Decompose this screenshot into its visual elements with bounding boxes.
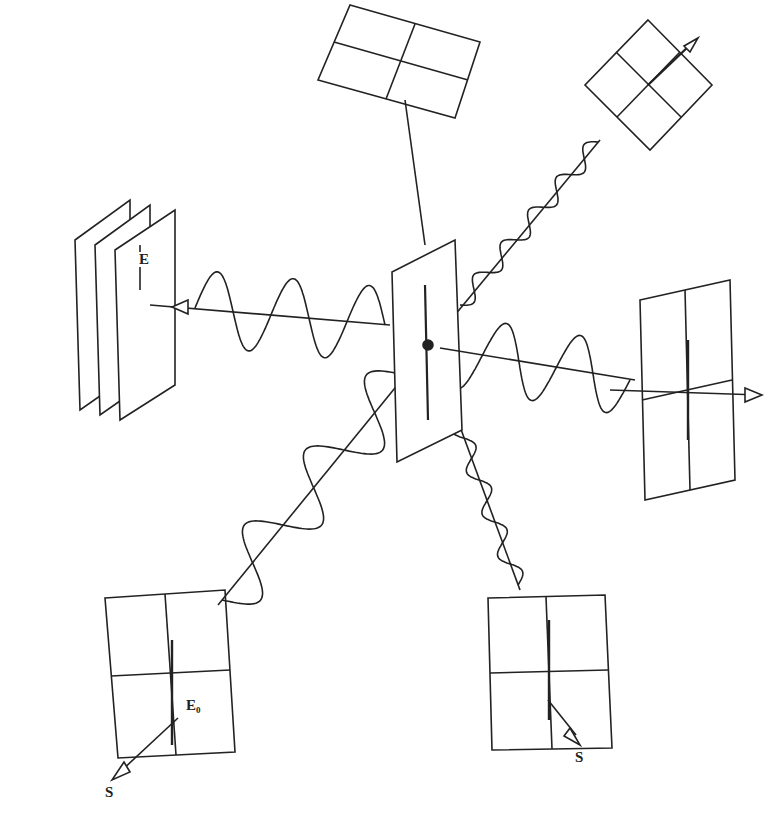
wave [445,323,630,412]
polarizer-plates [75,200,175,420]
scatterer-plate [392,240,635,462]
vector-label: E [138,252,150,267]
wave [195,272,385,358]
screen-lower-left [105,590,235,780]
screen-top [318,5,480,245]
vector-label: E₀ [185,698,202,713]
screen-bottom-right [488,595,612,750]
vector-label: S [104,785,114,800]
screen-right [610,280,762,500]
screen-top-right [585,20,712,150]
vector-label: S [574,750,584,765]
